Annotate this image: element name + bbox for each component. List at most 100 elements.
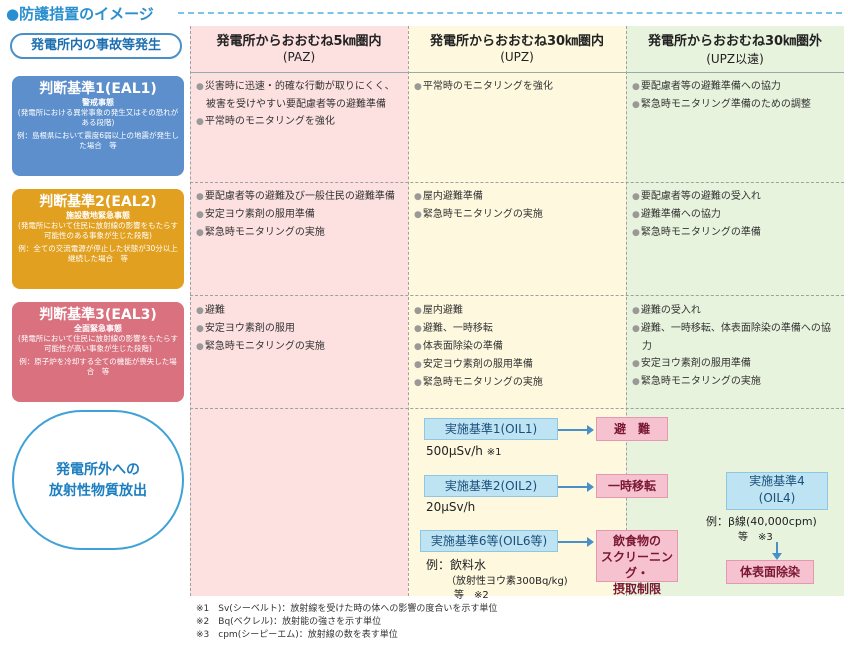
measure-item: 要配慮者等の避難準備への協力 [632,78,840,96]
measure-item: 要配慮者等の避難の受入れ [632,188,840,206]
cell-eal2-paz: 要配慮者等の避難及び一般住民の避難準備安定ヨウ素剤の服用準備緊急時モニタリングの… [196,188,404,242]
cell-eal3-paz: 避難安定ヨウ素剤の服用緊急時モニタリングの実施 [196,302,404,356]
eal-name: 判断基準1(EAL1) [39,81,157,97]
row-divider [190,182,844,183]
oil6-example: 例：飲料水 [426,558,487,572]
cell-eal2-outside: 要配慮者等の避難の受入れ避難準備への協力緊急時モニタリングの準備 [632,188,840,242]
column-header-upz: 発電所からおおむね30㎞圏内 (UPZ) [408,30,626,64]
measure-item: 災害時に迅速・的確な行動が取りにくく、被害を受けやすい要配慮者等の避難準備 [196,78,404,113]
oil4-note: 等 ※3 [738,532,773,543]
evacuation-action: 避 難 [596,417,668,441]
column-header-paz: 発電所からおおむね5㎞圏内 (PAZ) [190,30,408,64]
cell-eal3-outside: 避難の受入れ避難、一時移転、体表面除染の準備への協力安定ヨウ素剤の服用準備緊急時… [632,302,840,391]
measure-item: 緊急時モニタリング準備のための調整 [632,96,840,114]
eal3-box: 判断基準3(EAL3) 全面緊急事態 (発電所において住民に放射線の影響をもたら… [12,302,184,402]
food-screening-action: 飲食物の スクリーニング・ 摂取制限 [596,530,678,596]
column-subtitle: (UPZ以遠) [706,52,764,66]
cell-eal1-upz: 平常時のモニタリングを強化 [414,78,622,96]
note-ref: ※1 [486,447,502,458]
eal-category: 施設敷地緊急事態 [66,211,130,220]
eal-description: (発電所において住民に放射線の影響をもたらす可能性が高い事象が生じた段階) [17,334,179,353]
eal2-box: 判断基準2(EAL2) 施設敷地緊急事態 (発電所において住民に放射線の影響をも… [12,189,184,289]
cell-eal2-upz: 屋内避難準備緊急時モニタリングの実施 [414,188,622,224]
measure-item: 緊急時モニタリングの準備 [632,224,840,242]
eal-name: 判断基準3(EAL3) [39,307,157,323]
oil1-box: 実施基準1(OIL1) [424,418,558,440]
eal-name: 判断基準2(EAL2) [39,194,157,210]
measure-item: 体表面除染の準備 [414,338,622,356]
oil6-note: 等 ※2 [454,590,489,601]
oil6-box: 実施基準6等(OIL6等) [420,530,558,552]
measure-item: 緊急時モニタリングの実施 [414,206,622,224]
temporary-relocation-action: 一時移転 [596,474,668,498]
oil4-arrow [772,542,782,560]
measure-item: 緊急時モニタリングの実施 [632,373,840,391]
measure-item: 安定ヨウ素剤の服用準備 [632,355,840,373]
eal-description: (発電所における異常事象の発生又はその恐れがある段階) [17,108,179,127]
oil4-box: 実施基準4 (OIL4) [726,472,828,510]
oil4-label: (OIL4) [758,491,796,505]
row-divider [190,408,844,409]
column-title: 発電所からおおむね30㎞圏外 [647,34,823,49]
measure-item: 避難準備への協力 [632,206,840,224]
footnote: ※3 cpm(シーピーエム)：放射線の数を表す単位 [196,630,398,640]
measure-item: 安定ヨウ素剤の服用準備 [196,206,404,224]
measure-item: 緊急時モニタリングの実施 [196,338,404,356]
release-label-line: 発電所外への [56,462,140,478]
diagram-title: ●防護措置のイメージ [6,5,154,23]
action-line: 飲食物の [612,534,661,548]
eal-category: 警戒事態 [82,98,114,107]
accident-occurrence-label: 発電所内の事故等発生 [10,33,182,59]
measure-item: 屋内避難準備 [414,188,622,206]
oil6-threshold: （放射性ヨウ素300Bq/kg) [446,576,568,587]
eal-category: 全面緊急事態 [74,324,122,333]
measure-item: 避難 [196,302,404,320]
measure-item: 平常時のモニタリングを強化 [414,78,622,96]
decontamination-action: 体表面除染 [726,560,814,584]
header-divider [190,72,844,73]
offsite-release-label: 発電所外への 放射性物質放出 [12,410,184,550]
eal1-box: 判断基準1(EAL1) 警戒事態 (発電所における異常事象の発生又はその恐れがあ… [12,76,184,176]
oil6-arrow [558,537,594,547]
footnotes: ※1 Sv(シーベルト)：放射線を受けた時の体への影響の度合いを示す単位 ※2 … [196,603,497,642]
measure-item: 要配慮者等の避難及び一般住民の避難準備 [196,188,404,206]
measure-item: 緊急時モニタリングの実施 [414,374,622,392]
column-divider [190,26,191,596]
footnote: ※1 Sv(シーベルト)：放射線を受けた時の体への影響の度合いを示す単位 [196,604,498,614]
measure-item: 屋内避難 [414,302,622,320]
oil1-arrow [558,425,594,435]
oil2-box: 実施基準2(OIL2) [424,475,558,497]
oil4-label: 実施基準4 [749,474,805,488]
measure-item: 避難、一時移転、体表面除染の準備への協力 [632,320,840,355]
eal-example: 例：原子炉を冷却する全ての機能が喪失した場合 等 [19,357,177,376]
column-title: 発電所からおおむね5㎞圏内 [216,34,382,49]
measure-item: 避難の受入れ [632,302,840,320]
cell-eal3-upz: 屋内避難避難、一時移転体表面除染の準備安定ヨウ素剤の服用準備緊急時モニタリングの… [414,302,622,392]
column-divider [626,26,627,596]
oil2-threshold: 20μSv/h [426,500,476,514]
eal-example: 例：全ての交流電源が停止した状態が30分以上継続した場合 等 [18,244,178,263]
column-divider [408,26,409,596]
release-label-line: 放射性物質放出 [49,483,147,499]
row-divider [190,295,844,296]
eal-example: 例：島根県において震度6弱以上の地震が発生した場合 等 [16,131,180,150]
oil1-threshold: 500μSv/h ※1 [426,444,502,458]
column-title: 発電所からおおむね30㎞圏内 [429,34,605,49]
title-divider [178,12,842,14]
column-header-outside-upz: 発電所からおおむね30㎞圏外 (UPZ以遠) [626,30,844,67]
footnote: ※2 Bq(ベクレル)：放射能の強さを示す単位 [196,617,382,627]
column-subtitle: (UPZ) [500,50,534,64]
eal-description: (発電所において住民に放射線の影響をもたらす可能性のある事象が生じた段階) [17,221,179,240]
oil4-threshold: 例：β線(40,000cpm) [706,515,817,528]
measure-item: 緊急時モニタリングの実施 [196,224,404,242]
cell-eal1-paz: 災害時に迅速・的確な行動が取りにくく、被害を受けやすい要配慮者等の避難準備平常時… [196,78,404,131]
measure-item: 平常時のモニタリングを強化 [196,113,404,131]
measure-item: 安定ヨウ素剤の服用 [196,320,404,338]
oil2-arrow [558,482,594,492]
action-line: スクリーニング・ [600,550,673,580]
measure-item: 避難、一時移転 [414,320,622,338]
column-subtitle: (PAZ) [282,50,316,64]
measure-item: 安定ヨウ素剤の服用準備 [414,356,622,374]
action-line: 摂取制限 [612,582,661,596]
cell-eal1-outside: 要配慮者等の避難準備への協力緊急時モニタリング準備のための調整 [632,78,840,114]
